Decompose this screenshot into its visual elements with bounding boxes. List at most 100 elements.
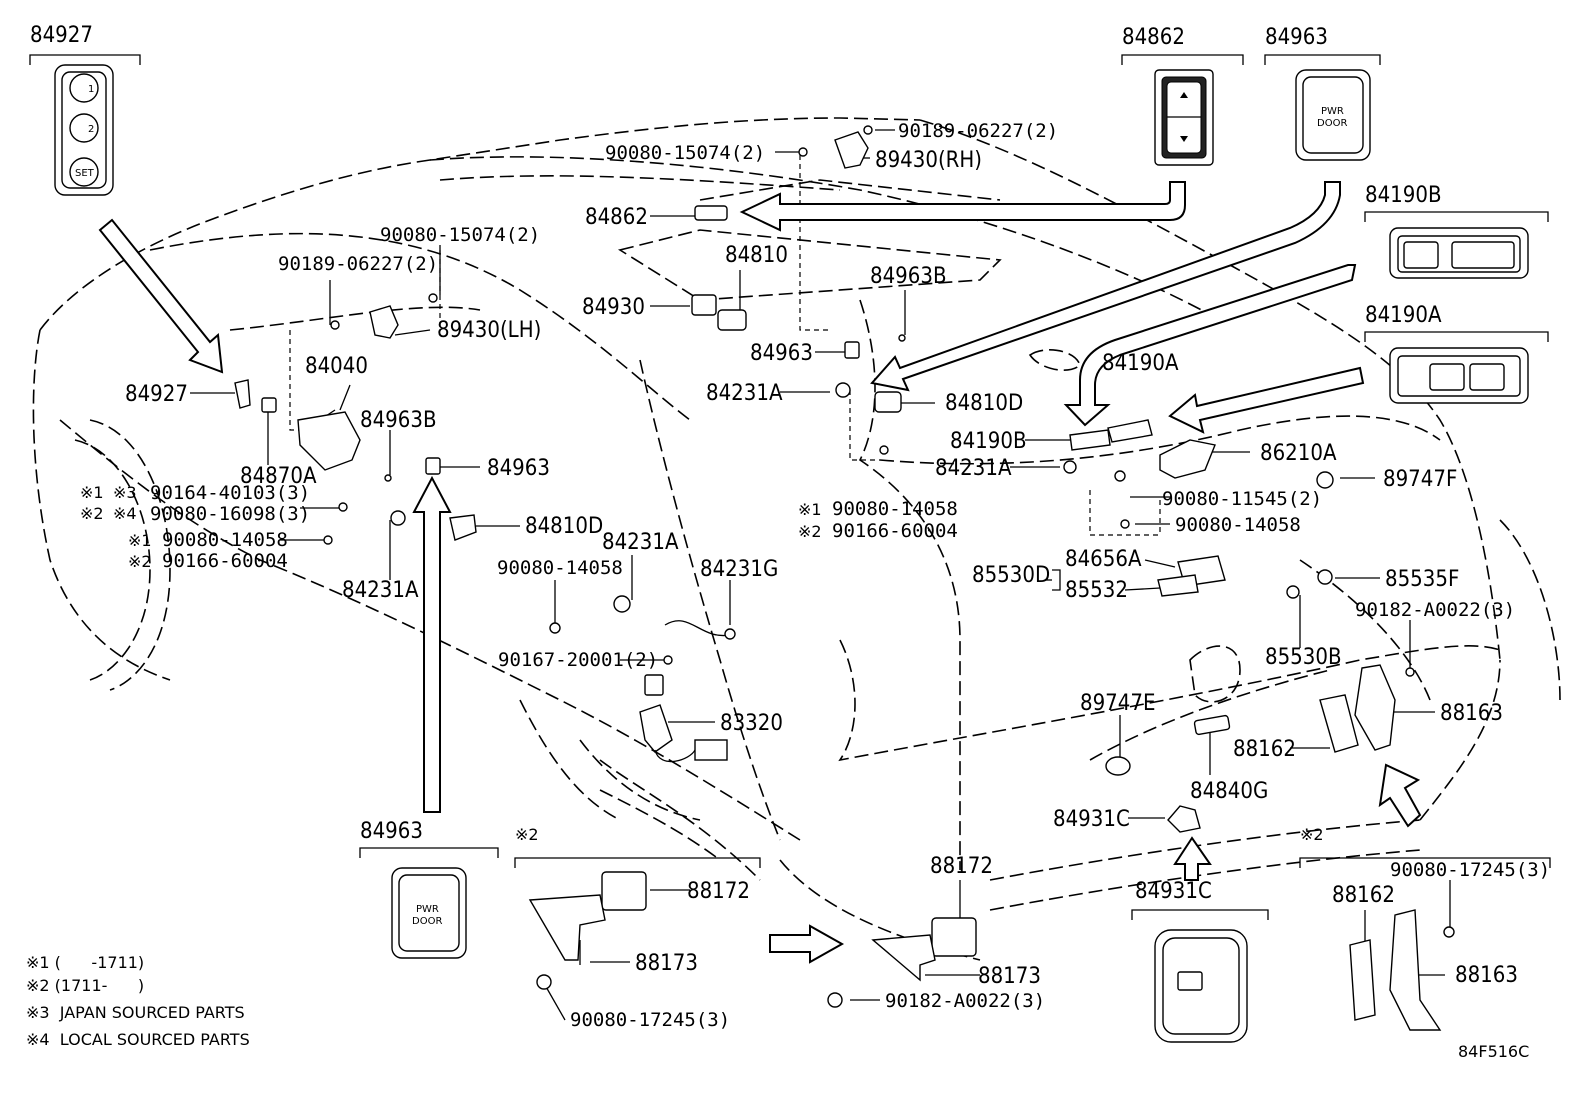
sensor-89747F: [1316, 471, 1334, 489]
memory-set-button: [69, 157, 99, 187]
label-90189-rh: 90189-06227(2): [898, 120, 1058, 142]
label-84190B-mid: 84190B: [950, 429, 1027, 454]
door-label-bottom: DOOR: [412, 916, 442, 927]
label-89747F: 89747F: [1383, 467, 1457, 492]
label-90080-14058-d: 90080-14058: [497, 557, 623, 579]
mark-2c: ※2: [798, 522, 822, 541]
switch-panels: 1 2 SET PWR DOOR PWR: [29, 54, 1549, 1043]
sensor-88162-b: [1349, 939, 1376, 1021]
bulb-84231A: [835, 382, 851, 398]
label-84810: 84810: [725, 243, 788, 268]
handle-86210A: [1159, 439, 1216, 479]
label-90167: 90167-20001(2): [498, 649, 658, 671]
label-83320: 83320: [720, 711, 783, 736]
switch-84190A: [1107, 419, 1153, 443]
label-84930: 84930: [582, 295, 645, 320]
label-90166-b: 90166-60004: [832, 520, 958, 542]
label-88163-b: 88163: [1455, 963, 1518, 988]
switch-84840G: [1193, 714, 1231, 736]
label-86210A: 86210A: [1260, 441, 1337, 466]
mark-4: ※4: [113, 504, 137, 523]
arrow-84931C: [1173, 836, 1212, 881]
label-84190B-top: 84190B: [1365, 183, 1442, 208]
sensor-89747E: [1105, 756, 1131, 776]
parts: [234, 125, 1455, 1031]
lamp-85535F: [1317, 569, 1333, 585]
label-90080-14058-a: 90080-14058: [162, 529, 288, 551]
legend-line-1: ※1 ( -1711): [26, 953, 144, 972]
label-84927-top: 84927: [30, 23, 93, 48]
mark-2b: ※2: [128, 552, 152, 571]
label-90189-lh: 90189-06227(2): [278, 253, 438, 275]
label-84231A-d: 84231A: [342, 578, 419, 603]
label-89430-lh: 89430(LH): [437, 318, 541, 343]
label-84231A-b: 84231A: [935, 456, 1012, 481]
label-88172-a: 88172: [930, 854, 993, 879]
mark-2: ※2: [80, 504, 104, 523]
vehicle-outline: [32, 117, 1561, 961]
switch-84810: [717, 309, 747, 331]
module-88172-a: [601, 871, 647, 911]
harness-84231G: [664, 620, 731, 637]
label-89747E: 89747E: [1080, 691, 1155, 716]
label-90080-14058-b: 90080-14058: [832, 498, 958, 520]
mark-1: ※1: [80, 483, 104, 502]
label-84656A: 84656A: [1065, 547, 1142, 572]
label-84862-mid: 84862: [585, 205, 648, 230]
pwr-label-bottom: PWR: [416, 904, 439, 915]
label-88173-a: 88173: [635, 951, 698, 976]
switch-85532: [1157, 574, 1199, 597]
label-85530B: 85530B: [1265, 645, 1342, 670]
bulb-84231A-c: [613, 595, 631, 613]
legend-line-3: ※3 JAPAN SOURCED PARTS: [26, 1003, 245, 1022]
label-88163-a: 88163: [1440, 701, 1503, 726]
memory-1-button: [69, 73, 99, 103]
label-85530D: 85530D: [972, 563, 1050, 588]
module-88172-b: [931, 917, 977, 957]
label-84231A-c: 84231A: [602, 530, 679, 555]
mark-3: ※3: [113, 483, 137, 502]
sensor-89430-lh: [369, 305, 399, 339]
arrow-84190B: [1063, 264, 1357, 427]
bracket-88173-b: [871, 934, 936, 982]
arrow-88163: [1378, 763, 1422, 828]
arrow-84862: [739, 181, 1186, 232]
arrow-84190A: [1168, 366, 1365, 434]
label-85535F: 85535F: [1385, 567, 1459, 592]
label-84963B-b: 84963B: [360, 408, 437, 433]
label-88162-b: 88162: [1332, 883, 1395, 908]
label-84931C-b: 84931C: [1135, 879, 1212, 904]
label-84963-top: 84963: [1265, 25, 1328, 50]
legend-line-2: ※2 (1711- ): [26, 976, 144, 995]
mark-1c: ※1: [798, 500, 822, 519]
label-84810D-b: 84810D: [525, 514, 603, 539]
direction-arrows: [98, 181, 1422, 964]
door-label-top: DOOR: [1317, 118, 1347, 129]
label-90080-16098: 90080-16098(3): [150, 503, 310, 525]
label-90080-15074-a: 90080-15074(2): [605, 142, 765, 164]
label-84927-mid: 84927: [125, 382, 188, 407]
label-84963-b: 84963: [487, 456, 550, 481]
label-84862-top: 84862: [1122, 25, 1185, 50]
switch-84870A: [261, 397, 277, 413]
memory-2-label: 2: [88, 124, 94, 135]
label-84190A-top: 84190A: [1365, 303, 1442, 328]
label-90080-15074-b: 90080-15074(2): [380, 224, 540, 246]
label-90164: 90164-40103(3): [150, 482, 310, 504]
bracket-2-mid: [514, 857, 761, 868]
label-90080-17245-b: 90080-17245(3): [1390, 859, 1550, 881]
arrow-84963-vertical: [412, 475, 452, 813]
figure-code: 84F516C: [1458, 1042, 1529, 1061]
label-89430-rh: 89430(RH): [875, 148, 982, 173]
bracket-2-right: [1299, 857, 1551, 868]
label-84870A: 84870A: [240, 464, 317, 489]
mark-1b: ※1: [128, 531, 152, 550]
arrow-88172: [769, 924, 845, 964]
label-84810D-a: 84810D: [945, 391, 1023, 416]
arrow-84963: [870, 181, 1341, 392]
memory-set-label: SET: [75, 168, 95, 179]
bracket-88173-a: [528, 894, 606, 961]
switch-84040: [297, 411, 361, 471]
